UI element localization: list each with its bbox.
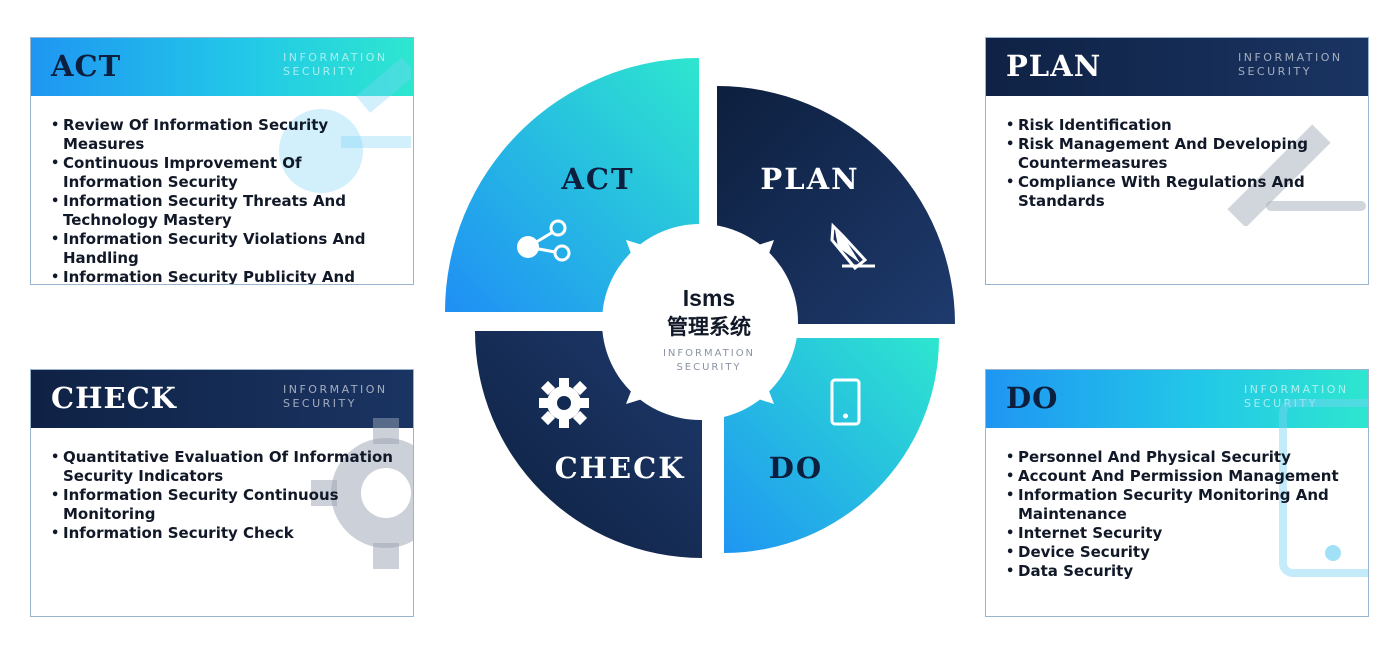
- act-card-subtitle: INFORMATION SECURITY: [283, 51, 403, 79]
- list-item: Account And Permission Management: [1006, 467, 1352, 486]
- center-subtitle-line2: SECURITY: [676, 362, 741, 373]
- list-item: Information Security Publicity And Educa…: [51, 268, 397, 284]
- check-card-subtitle: INFORMATION SECURITY: [283, 383, 403, 411]
- phone-icon: [830, 378, 861, 426]
- act-card-header: ACT INFORMATION SECURITY: [31, 38, 413, 96]
- do-quadrant: [724, 338, 939, 553]
- plan-list: Risk Identification Risk Management And …: [1006, 116, 1352, 211]
- center-subtitle-line1: INFORMATION: [663, 348, 755, 359]
- center-title: Isms: [683, 285, 735, 311]
- check-card-subtitle-line1: INFORMATION: [283, 383, 388, 396]
- do-card-body: Personnel And Physical Security Account …: [986, 399, 1368, 581]
- plan-card-subtitle-line1: INFORMATION: [1238, 51, 1343, 64]
- center-hub: [602, 224, 798, 420]
- list-item: Information Security Continuous Monitori…: [51, 486, 397, 524]
- do-card-title: DO: [1006, 381, 1059, 415]
- list-item: Risk Identification: [1006, 116, 1352, 135]
- plan-card-subtitle-line2: SECURITY: [1238, 65, 1312, 78]
- list-item: Information Security Monitoring And Main…: [1006, 486, 1352, 524]
- list-item: Information Security Threats And Technol…: [51, 192, 397, 230]
- do-card-header: DO INFORMATION SECURITY: [986, 370, 1368, 428]
- act-card-subtitle-line1: INFORMATION: [283, 51, 388, 64]
- do-card-subtitle-line2: SECURITY: [1244, 397, 1318, 410]
- plan-card-header: PLAN INFORMATION SECURITY: [986, 38, 1368, 96]
- plan-card-body: Risk Identification Risk Management And …: [986, 96, 1368, 226]
- plan-card-subtitle: INFORMATION SECURITY: [1238, 51, 1358, 79]
- center-title-cn: 管理系统: [667, 315, 751, 339]
- do-card-subtitle-line1: INFORMATION: [1244, 383, 1349, 396]
- act-card: ACT INFORMATION SECURITY Review Of Infor…: [30, 37, 414, 285]
- check-card-title: CHECK: [51, 381, 177, 415]
- list-item: Internet Security: [1006, 524, 1352, 543]
- check-card-header: CHECK INFORMATION SECURITY: [31, 370, 413, 428]
- list-item: Personnel And Physical Security: [1006, 448, 1352, 467]
- list-item: Data Security: [1006, 562, 1352, 581]
- act-card-subtitle-line2: SECURITY: [283, 65, 357, 78]
- act-card-body: Review Of Information Security Measures …: [31, 57, 413, 284]
- do-card-subtitle: INFORMATION SECURITY: [1244, 383, 1364, 411]
- list-item: Continuous Improvement Of Information Se…: [51, 154, 397, 192]
- gear-icon: [539, 378, 589, 428]
- check-card-body: Quantitative Evaluation Of Information S…: [31, 418, 413, 569]
- do-card: DO INFORMATION SECURITY Personnel And Ph…: [985, 369, 1369, 617]
- check-quadrant-label: CHECK: [555, 451, 686, 485]
- act-list: Review Of Information Security Measures …: [51, 116, 397, 284]
- plan-card-title: PLAN: [1006, 49, 1102, 83]
- do-quadrant-label: DO: [769, 451, 823, 485]
- plan-card: PLAN INFORMATION SECURITY Risk Identific…: [985, 37, 1369, 285]
- list-item: Compliance With Regulations And Standard…: [1006, 173, 1352, 211]
- list-item: Quantitative Evaluation Of Information S…: [51, 448, 397, 486]
- list-item: Device Security: [1006, 543, 1352, 562]
- act-card-title: ACT: [51, 49, 122, 83]
- pencil-icon: [830, 222, 875, 271]
- list-item: Review Of Information Security Measures: [51, 116, 397, 154]
- do-list: Personnel And Physical Security Account …: [1006, 448, 1352, 581]
- check-card: CHECK INFORMATION SECURITY Quantitative …: [30, 369, 414, 617]
- list-item: Risk Management And Developing Counterme…: [1006, 135, 1352, 173]
- check-card-subtitle-line2: SECURITY: [283, 397, 357, 410]
- share-icon: [517, 219, 571, 262]
- pdca-cycle-diagram: ACT PLAN CHECK DO Isms 管理系统 INFORMATION …: [445, 58, 955, 558]
- list-item: Information Security Check: [51, 524, 397, 543]
- list-item: Information Security Violations And Hand…: [51, 230, 397, 268]
- check-list: Quantitative Evaluation Of Information S…: [51, 448, 397, 543]
- act-quadrant-label: ACT: [560, 162, 634, 196]
- plan-quadrant-label: PLAN: [760, 162, 859, 196]
